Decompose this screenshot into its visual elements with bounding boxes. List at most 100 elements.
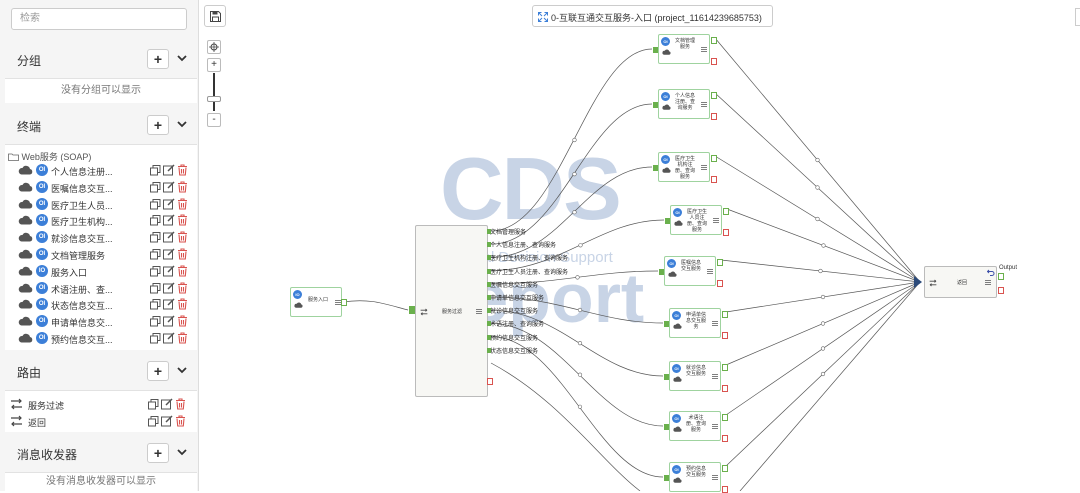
output-port[interactable] [722,364,728,371]
copy-icon[interactable] [150,181,161,193]
copy-icon[interactable] [150,265,161,277]
output-port[interactable] [487,255,491,261]
error-port[interactable] [487,378,493,385]
error-port[interactable] [998,287,1004,294]
output-port[interactable] [487,242,491,248]
output-port[interactable] [998,273,1004,280]
output-port[interactable] [711,155,717,162]
chevron-down-icon[interactable] [177,447,187,457]
output-port[interactable] [722,414,728,421]
add-route-button[interactable]: + [147,361,169,381]
menu-icon[interactable] [707,269,713,274]
input-port[interactable] [653,102,658,108]
input-port[interactable] [664,475,669,481]
input-port[interactable] [653,47,658,53]
error-port[interactable] [722,486,728,493]
output-port[interactable] [487,268,491,274]
input-port[interactable] [653,165,658,171]
chevron-down-icon[interactable] [177,53,187,63]
delete-icon[interactable] [177,248,188,260]
error-port[interactable] [722,435,728,442]
edit-icon[interactable] [161,415,173,427]
output-port[interactable] [487,229,491,234]
copy-icon[interactable] [150,232,161,243]
output-port[interactable] [487,334,491,340]
copy-icon[interactable] [150,165,161,176]
output-port[interactable] [487,295,491,300]
delete-icon[interactable] [177,332,188,344]
menu-icon[interactable] [701,102,707,107]
delete-icon[interactable] [177,298,188,310]
add-endpoint-button[interactable]: + [147,115,169,135]
copy-icon[interactable] [150,333,161,344]
input-port[interactable] [409,306,415,314]
zoom-out-button[interactable]: - [207,113,221,127]
copy-icon[interactable] [150,215,161,226]
folder-webservice[interactable]: Web服务 (SOAP) [8,150,91,163]
delete-icon[interactable] [177,181,188,193]
edit-icon[interactable] [163,198,175,210]
error-port[interactable] [711,58,717,65]
edit-icon[interactable] [161,398,173,410]
right-panel-tab[interactable] [1075,8,1080,26]
edit-icon[interactable] [163,315,175,327]
error-port[interactable] [723,229,729,236]
delete-icon[interactable] [177,198,188,210]
menu-icon[interactable] [701,165,707,170]
add-group-button[interactable]: + [147,49,169,69]
edit-icon[interactable] [163,164,175,176]
copy-icon[interactable] [150,198,161,210]
error-port[interactable] [711,176,717,183]
route-item-filter[interactable]: 服务过滤 [10,396,194,413]
copy-icon[interactable] [150,299,161,310]
menu-icon[interactable] [712,321,718,326]
copy-icon[interactable] [150,249,161,260]
error-port[interactable] [722,332,728,339]
filter-node[interactable]: 服务过滤 [409,225,488,397]
search-input[interactable]: 检索 [11,8,187,30]
input-port[interactable] [659,269,664,275]
output-port[interactable] [487,281,491,287]
edit-icon[interactable] [163,231,175,243]
copy-icon[interactable] [148,399,159,410]
chevron-down-icon[interactable] [177,365,187,375]
add-transceiver-button[interactable]: + [147,443,169,463]
input-port[interactable] [664,321,669,327]
output-port[interactable] [711,37,717,44]
error-port[interactable] [717,280,723,287]
route-item-return[interactable]: 返回 [10,413,194,430]
chevron-down-icon[interactable] [177,119,187,129]
output-port[interactable] [717,259,723,266]
delete-icon[interactable] [175,415,186,427]
error-port[interactable] [711,113,717,120]
input-port[interactable] [664,424,669,430]
menu-icon[interactable] [712,374,718,379]
menu-icon[interactable] [476,309,482,314]
edit-icon[interactable] [163,265,175,277]
output-port[interactable] [341,299,347,306]
save-button[interactable] [204,5,226,27]
edit-icon[interactable] [163,214,175,226]
expand-icon[interactable] [538,12,548,22]
menu-icon[interactable] [712,424,718,429]
edit-icon[interactable] [163,248,175,260]
output-port[interactable] [487,347,491,353]
output-port[interactable] [487,321,491,327]
delete-icon[interactable] [177,214,188,226]
